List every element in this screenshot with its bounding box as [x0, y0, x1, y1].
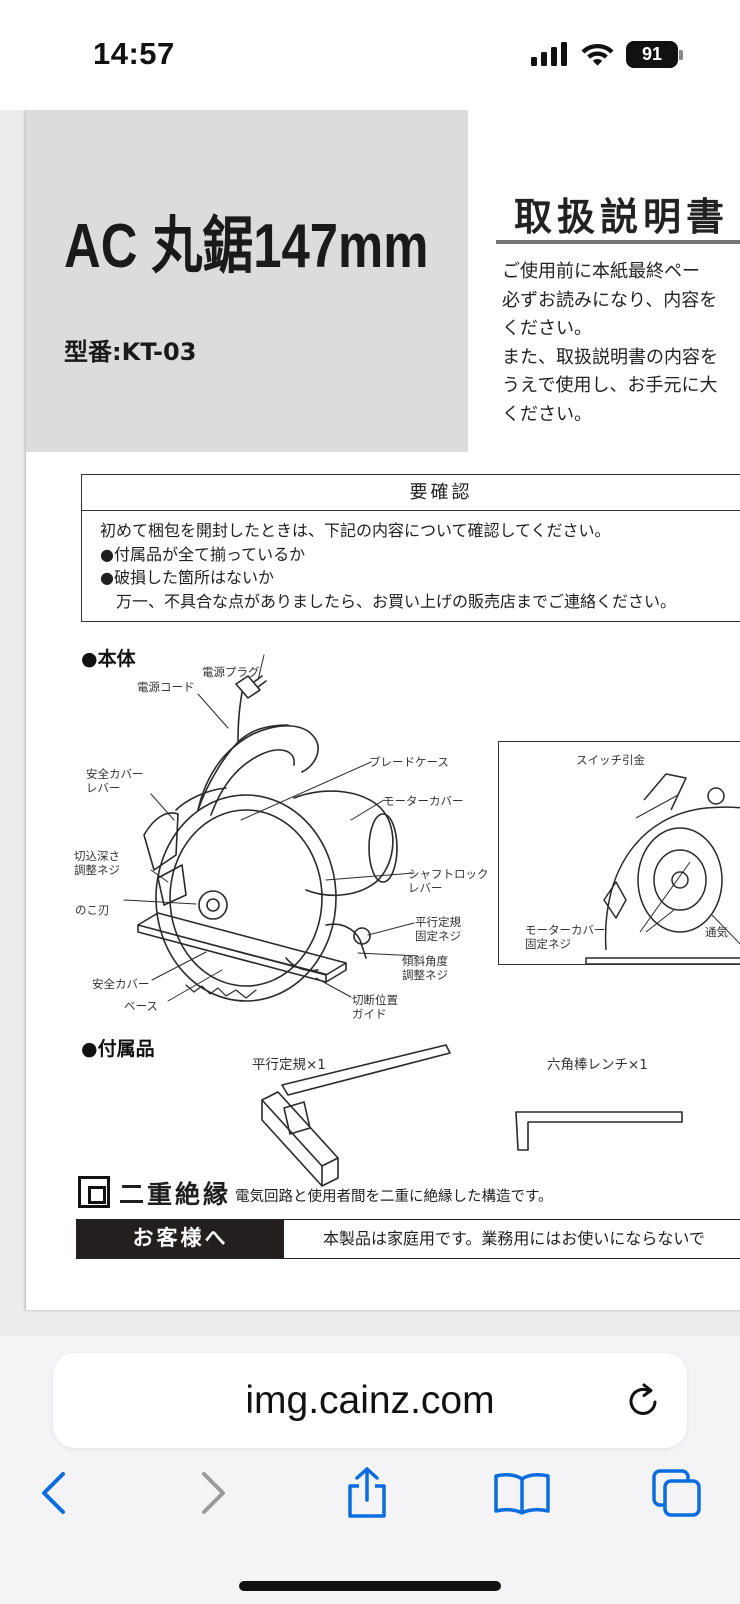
check-line: ●破損した箇所はないか [100, 568, 274, 587]
check-line: ●付属品が全て揃っているか [100, 544, 306, 564]
label-parallel-guide: 平行定規×1 [252, 1057, 326, 1073]
label-safety-lever: 安全カバー [86, 767, 144, 781]
label-depth-screw-2: 調整ネジ [74, 863, 120, 877]
manual-title: 取扱説明書 [514, 194, 730, 239]
book-icon [494, 1473, 550, 1515]
label-shaft-lock: シャフトロック [408, 867, 489, 881]
home-indicator [239, 1581, 501, 1591]
check-heading: 要確認 [82, 475, 740, 511]
body-section-heading: ●本体 [81, 648, 136, 670]
intro-line: ください。 [502, 403, 592, 425]
label-motor-screw-2: 固定ネジ [525, 937, 571, 951]
share-button[interactable] [335, 1461, 399, 1525]
label-base: ベース [124, 999, 158, 1013]
browser-toolbar-area: img.cainz.com [0, 1336, 740, 1604]
intro-line: また、取扱説明書の内容を [502, 346, 718, 368]
label-shaft-lock-2: レバー [408, 881, 443, 895]
label-safety-cover: 安全カバー [92, 977, 150, 991]
label-switch-trigger: スイッチ引金 [576, 753, 645, 767]
label-power-cord: 電源コード [137, 680, 195, 694]
intro-line: ください。 [502, 318, 592, 339]
bookmarks-button[interactable] [490, 1461, 554, 1525]
battery-indicator: 91 [626, 41, 678, 68]
label-blade-case: ブレードケース [369, 755, 449, 769]
detail-inset: スイッチ引金 モーターカバー 固定ネジ 通気 [498, 741, 740, 965]
check-box: 要確認 初めて梱包を開封したときは、下記の内容について確認してください。 ●付属… [81, 474, 740, 622]
label-safety-lever-2: レバー [86, 781, 121, 795]
notice-label: お客様へ [77, 1220, 284, 1258]
label-vent: 通気 [705, 925, 728, 939]
intro-line: 必ずお読みになり、内容を [502, 289, 718, 311]
tabs-icon [652, 1469, 701, 1517]
label-motor-screw: モーターカバー [525, 923, 606, 937]
intro-line: うえで使用し、お手元に大 [502, 375, 718, 396]
label-bevel-screw: 傾斜角度 [402, 954, 448, 968]
check-line: 初めて梱包を開封したときは、下記の内容について確認してください。 [100, 521, 611, 540]
document-viewport[interactable]: AC 丸鋸147mm 型番:KT-03 取扱説明書 ご使用前に本紙最終ペー 必ず… [0, 110, 740, 1336]
check-line: 万一、不具合な点がありましたら、お買い上げの販売店までご連絡ください。 [100, 591, 677, 611]
wifi-icon [581, 44, 614, 66]
reload-icon[interactable] [624, 1382, 662, 1420]
label-cut-guide-2: ガイド [352, 1007, 387, 1021]
double-insulation-icon [78, 1176, 110, 1208]
label-motor-cover: モーターカバー [383, 794, 464, 808]
label-blade: のこ刃 [75, 903, 110, 917]
status-time: 14:57 [93, 36, 175, 71]
product-title: AC 丸鋸147mm [64, 212, 429, 281]
back-button[interactable] [22, 1461, 86, 1525]
customer-notice: お客様へ 本製品は家庭用です。業務用にはお使いにならないで [76, 1219, 740, 1259]
circular-saw-diagram [123, 654, 740, 1187]
model-number: 型番:KT-03 [64, 338, 197, 366]
browser-toolbar [0, 1461, 740, 1531]
label-guide-screw-2: 固定ネジ [415, 929, 461, 943]
insulation-desc: 電気回路と使用者間を二重に絶縁した構造です。 [235, 1189, 553, 1205]
forward-button[interactable] [181, 1461, 245, 1525]
label-cut-guide: 切断位置 [352, 993, 398, 1007]
label-power-plug: 電源プラグ [202, 665, 260, 679]
title-divider [496, 240, 740, 244]
title-block: AC 丸鋸147mm 型番:KT-03 [26, 110, 468, 452]
insulation-title: 二重絶縁 [119, 1180, 232, 1209]
accessories-heading: ●付属品 [81, 1038, 155, 1060]
battery-level: 91 [641, 44, 663, 64]
label-hex-wrench: 六角棒レンチ×1 [547, 1057, 648, 1073]
address-bar[interactable]: img.cainz.com [53, 1353, 687, 1448]
chevron-left-icon [42, 1472, 65, 1514]
label-bevel-screw-2: 調整ネジ [402, 968, 448, 982]
notice-text: 本製品は家庭用です。業務用にはお使いにならないで [323, 1229, 705, 1248]
label-depth-screw: 切込深さ [74, 849, 120, 863]
cellular-signal-icon [531, 42, 567, 66]
tabs-button[interactable] [645, 1461, 709, 1525]
intro-text: ご使用前に本紙最終ペー 必ずお読みになり、内容を ください。 また、取扱説明書の… [502, 258, 740, 429]
chevron-right-icon [202, 1472, 225, 1514]
status-bar: 14:57 91 [0, 0, 740, 110]
label-guide-screw: 平行定規 [415, 915, 461, 929]
document-page: AC 丸鋸147mm 型番:KT-03 取扱説明書 ご使用前に本紙最終ペー 必ず… [26, 110, 740, 1310]
battery-tip [679, 50, 683, 60]
check-body: 初めて梱包を開封したときは、下記の内容について確認してください。 ●付属品が全て… [82, 511, 740, 613]
share-icon [348, 1467, 386, 1518]
url-text[interactable]: img.cainz.com [245, 1379, 495, 1422]
intro-line: ご使用前に本紙最終ペー [502, 261, 700, 282]
